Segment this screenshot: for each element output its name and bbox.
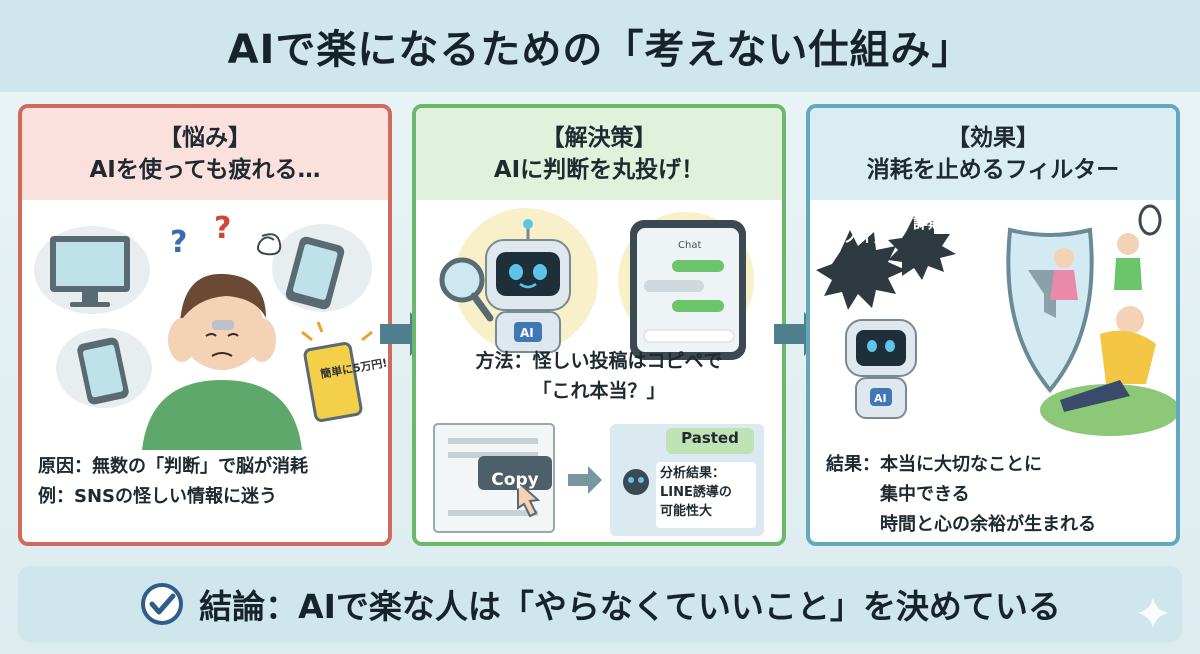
effect-text: 結果：本当に大切なことに 集中できる 時間と心の余裕が生まれる (826, 450, 1096, 540)
worry-panel-header: 【悩み】 AIを使っても疲れる… (22, 108, 388, 200)
conclusion-text: 結論：AIで楽な人は「やらなくていいこと」を決めている (199, 587, 1061, 626)
pasted-label: Pasted (681, 429, 739, 447)
method-text: 方法：怪しい投稿はコピペで 「これ本当？」 (416, 346, 782, 406)
hand-cursor-icon (517, 479, 541, 518)
playing-people (1050, 204, 1162, 412)
page-title: AIで楽になるための「考えない仕組み」 (227, 27, 973, 73)
scam-phone-icon (301, 321, 373, 422)
method-line: 「これ本当？」 (532, 380, 666, 402)
smartphone-icon (272, 224, 372, 312)
solution-tag: 【解決策】 (541, 125, 657, 151)
worry-text: 原因：無数の「判断」で脳が消耗 例：SNSの怪しい情報に迷う (38, 452, 308, 512)
result-line: 分析結果： (660, 466, 726, 481)
title-bar: AIで楽になるための「考えない仕組み」 (0, 0, 1200, 92)
svg-text:Chat: Chat (678, 240, 701, 251)
effect-line: 集中できる (880, 484, 970, 505)
copy-button-icon (478, 456, 552, 490)
noise-label: ノイズ (843, 228, 889, 246)
copy-paste-illustration (433, 423, 764, 536)
solution-panel: 【解決策】 AIに判断を丸投げ！ AI Chat (412, 104, 786, 546)
copy-label: Copy (491, 470, 539, 490)
sparkle-icon (1138, 598, 1168, 628)
effect-line: 時間と心の余裕が生まれる (880, 514, 1096, 535)
worry-panel: 【悩み】 AIを使っても疲れる… ? ? (18, 104, 392, 546)
worry-line: 原因：無数の「判断」で脳が消耗 (38, 456, 308, 477)
solution-illustration: AI Chat (439, 208, 754, 360)
solution-subtitle: AIに判断を丸投げ！ (493, 157, 705, 183)
method-line: 方法：怪しい投稿はコピペで (475, 350, 723, 372)
svg-text:AI: AI (520, 326, 534, 340)
monitor-icon (34, 226, 150, 314)
effect-illustration: AI (816, 204, 1176, 436)
checkmark-icon (141, 583, 184, 625)
effect-panel-header: 【効果】 消耗を止めるフィルター (810, 108, 1176, 200)
worry-tag: 【悩み】 (159, 125, 251, 151)
scam-label: 詐欺 (912, 214, 943, 232)
arrow-right-icon (568, 466, 602, 494)
question-mark-icon: ? ? (170, 211, 282, 260)
analysis-result: 分析結果： LINE誘導の 可能性大 (660, 464, 760, 521)
conclusion-bar: 結論：AIで楽な人は「やらなくていいこと」を決めている (18, 566, 1182, 642)
svg-text:AI: AI (874, 392, 887, 405)
effect-tag: 【効果】 (947, 125, 1039, 151)
worry-illustration: ? ? 簡単に5万円! (34, 211, 388, 450)
result-line: 可能性大 (660, 504, 713, 519)
effect-line: 結果：本当に大切なことに (826, 454, 1042, 475)
worried-person (142, 273, 302, 450)
effect-subtitle: 消耗を止めるフィルター (866, 157, 1120, 183)
chat-phone-icon: Chat (630, 220, 746, 360)
svg-text:?: ? (214, 211, 231, 246)
robot-icon (623, 469, 649, 495)
solution-panel-header: 【解決策】 AIに判断を丸投げ！ (416, 108, 782, 200)
svg-text:?: ? (170, 225, 187, 260)
smartphone-icon (56, 328, 152, 408)
robot-icon: AI (485, 219, 571, 353)
result-line: LINE誘導の (660, 485, 732, 500)
robot-icon: AI (845, 319, 917, 419)
worry-subtitle: AIを使っても疲れる… (89, 157, 321, 183)
magnifier-icon (439, 257, 494, 322)
effect-panel: 【効果】 消耗を止めるフィルター AI (806, 104, 1180, 546)
worry-line: 例：SNSの怪しい情報に迷う (38, 486, 277, 507)
